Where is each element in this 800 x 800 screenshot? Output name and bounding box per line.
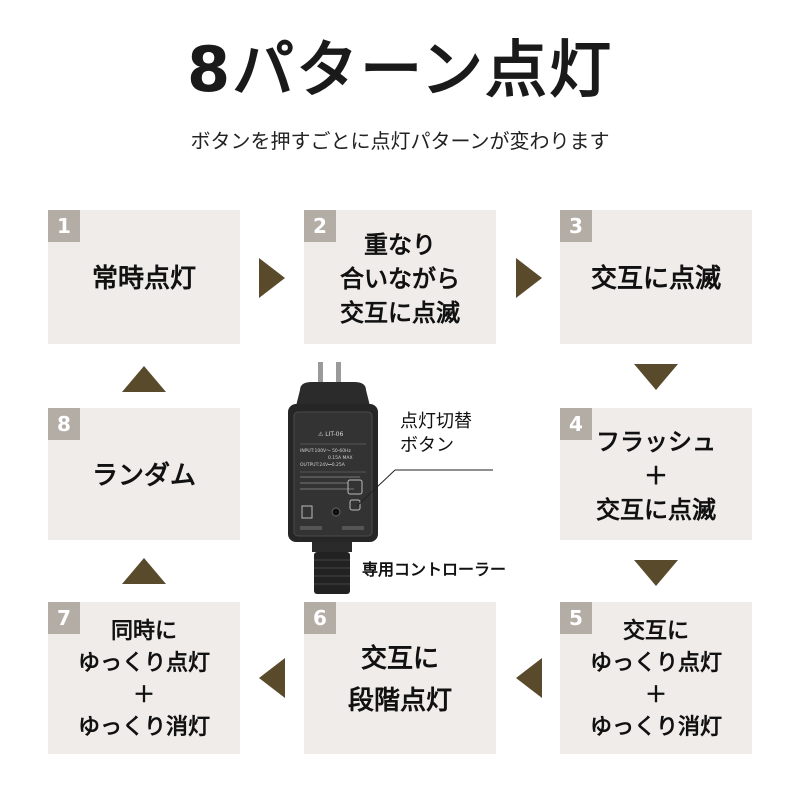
page-title: 8パターン点灯	[186, 33, 614, 106]
pattern-label: 交互に点滅	[590, 264, 721, 294]
arrow-up-icon	[122, 558, 166, 584]
svg-text:OUTPUT:24V⎓0.25A: OUTPUT:24V⎓0.25A	[300, 462, 346, 468]
pattern-number: 3	[560, 210, 592, 242]
pattern-label: 常時点灯	[91, 264, 196, 294]
svg-text:INPUT:100V〜 50-60Hz: INPUT:100V〜 50-60Hz	[300, 448, 352, 454]
pattern-label: フラッシュ ＋ 交互に点滅	[596, 428, 716, 524]
pattern-number: 6	[304, 602, 336, 634]
pattern-number: 7	[48, 602, 80, 634]
pattern-number: 2	[304, 210, 336, 242]
pattern-box-8: 8 ランダム	[48, 408, 240, 540]
arrow-right-icon	[259, 258, 285, 298]
page-subtitle: ボタンを押すごとに点灯パターンが変わります	[190, 129, 610, 153]
pattern-number: 8	[48, 408, 80, 440]
arrow-left-icon	[516, 658, 542, 698]
pattern-box-1: 1 常時点灯	[48, 210, 240, 344]
pattern-box-6: 6 交互に 段階点灯	[304, 602, 496, 754]
svg-text:⚠ LIT-06: ⚠ LIT-06	[318, 431, 343, 438]
button-callout: 点灯切替 ボタン	[400, 411, 472, 456]
pattern-label: 交互に ゆっくり点灯 ＋ ゆっくり消灯	[589, 619, 722, 740]
callout-line	[356, 469, 493, 507]
arrow-up-icon	[122, 366, 166, 392]
pattern-box-7: 7 同時に ゆっくり点灯 ＋ ゆっくり消灯	[48, 602, 240, 754]
controller-image: ⚠ LIT-06 INPUT:100V〜 50-60Hz 0.15A MAX O…	[288, 362, 378, 594]
pattern-label: ランダム	[91, 461, 196, 491]
arrow-down-icon	[634, 560, 678, 586]
svg-text:0.15A MAX: 0.15A MAX	[328, 455, 353, 461]
pattern-box-5: 5 交互に ゆっくり点灯 ＋ ゆっくり消灯	[560, 602, 752, 754]
pattern-number: 4	[560, 408, 592, 440]
pattern-box-3: 3 交互に点滅	[560, 210, 752, 344]
pattern-box-2: 2 重なり 合いながら 交互に点滅	[304, 210, 496, 344]
arrow-right-icon	[516, 258, 542, 298]
pattern-label: 重なり 合いながら 交互に点滅	[340, 231, 460, 327]
pattern-box-4: 4 フラッシュ ＋ 交互に点滅	[560, 408, 752, 540]
pattern-label: 同時に ゆっくり点灯 ＋ ゆっくり消灯	[77, 619, 210, 740]
controller-label: 専用コントローラー	[362, 560, 507, 579]
arrow-down-icon	[634, 364, 678, 390]
arrow-left-icon	[259, 658, 285, 698]
pattern-number: 1	[48, 210, 80, 242]
pattern-number: 5	[560, 602, 592, 634]
pattern-label: 交互に 段階点灯	[347, 644, 452, 716]
